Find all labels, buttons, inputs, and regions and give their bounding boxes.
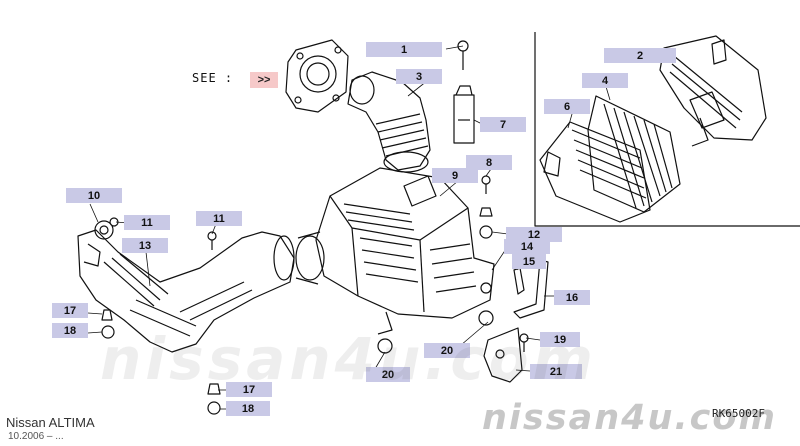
- callout-part-20-right[interactable]: 20: [424, 343, 470, 358]
- inset-frame: [534, 32, 800, 227]
- inlet-duct: [77, 229, 295, 353]
- callout-part-13[interactable]: 13: [122, 238, 168, 253]
- callout-part-11-lower[interactable]: 11: [196, 211, 242, 226]
- production-date: 10.2006 – ...: [8, 431, 64, 442]
- screw: [457, 40, 469, 70]
- vehicle-title: Nissan ALTIMA: [6, 415, 95, 430]
- sensor: [453, 85, 475, 144]
- air-cleaner-housing: [295, 167, 495, 335]
- callout-part-19[interactable]: 19: [540, 332, 580, 347]
- see-reference-link[interactable]: >>: [250, 72, 278, 88]
- callout-part-16[interactable]: 16: [554, 290, 590, 305]
- callout-part-3[interactable]: 3: [396, 69, 442, 84]
- callout-part-21[interactable]: 21: [530, 364, 582, 379]
- watermark-corner: nissan4u.com: [482, 398, 777, 438]
- callout-part-12[interactable]: 12: [506, 227, 562, 242]
- callout-part-20-left[interactable]: 20: [366, 367, 410, 382]
- callout-part-15[interactable]: 15: [512, 254, 546, 269]
- watermark: nissan4u.com: [100, 325, 597, 393]
- callout-part-17-lower[interactable]: 17: [226, 382, 272, 397]
- air-duct: [347, 71, 431, 173]
- callout-part-6[interactable]: 6: [544, 99, 590, 114]
- callout-part-18-upper[interactable]: 18: [52, 323, 88, 338]
- throttle-body: [285, 39, 349, 113]
- callout-part-2[interactable]: 2: [604, 48, 676, 63]
- callout-part-9[interactable]: 9: [432, 168, 478, 183]
- callout-part-1[interactable]: 1: [366, 42, 442, 57]
- callout-part-14[interactable]: 14: [504, 239, 550, 254]
- callout-part-4[interactable]: 4: [582, 73, 628, 88]
- callout-part-8[interactable]: 8: [466, 155, 512, 170]
- see-label: SEE :: [192, 71, 234, 85]
- upper-cover: [659, 35, 767, 147]
- filter-element: [587, 95, 681, 213]
- callout-part-18-lower[interactable]: 18: [226, 401, 270, 416]
- callout-part-7[interactable]: 7: [480, 117, 526, 132]
- callout-part-17-upper[interactable]: 17: [52, 303, 88, 318]
- reference-code: RK65002F: [712, 407, 765, 420]
- callout-part-11-upper[interactable]: 11: [124, 215, 170, 230]
- callout-part-10[interactable]: 10: [66, 188, 122, 203]
